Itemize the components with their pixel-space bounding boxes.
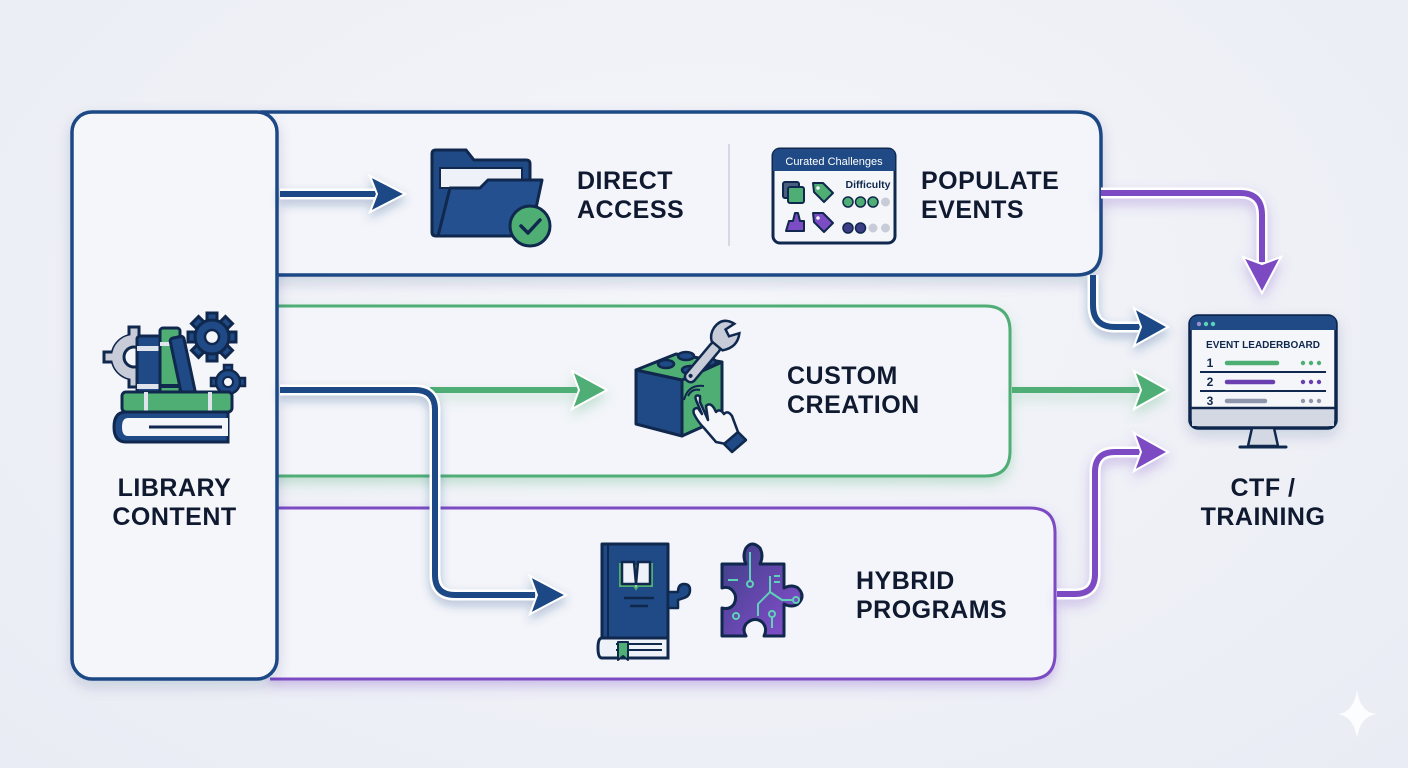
books-gears-icon: [102, 311, 247, 444]
difficulty-dot-empty: [881, 197, 890, 207]
populate-events-arrow: [1101, 187, 1284, 296]
hybrid-programs-label-line-1: HYBRID: [856, 567, 955, 595]
leaderboard-dot: [1316, 398, 1322, 404]
custom-creation-label-line-1: CUSTOM: [787, 362, 898, 390]
leaderboard-dot: [1300, 360, 1306, 366]
library-content-label-line-1: LIBRARY: [117, 474, 232, 502]
building-block-wrench-hand-icon: [634, 319, 748, 454]
custom-creation-label-line-2: CREATION: [787, 391, 920, 419]
custom-to-ctf-arrow: [1012, 368, 1171, 412]
direct-access-to-ctf-arrow: [1087, 275, 1171, 349]
leaderboard-dot: [1316, 360, 1322, 366]
library-content-label-line-2: CONTENT: [112, 503, 237, 531]
direct-access-label: DIRECT ACCESS: [577, 167, 684, 225]
leaderboard-dot: [1300, 379, 1306, 385]
leaderboard-rank: 2: [1207, 375, 1214, 389]
direct-access-label-line-2: ACCESS: [577, 196, 685, 224]
populate-events-label-line-1: POPULATE: [921, 167, 1060, 195]
direct-access-label-line-1: DIRECT: [577, 167, 674, 195]
folder-check-icon: [430, 148, 552, 248]
ctf-training-label-line-2: TRAINING: [1200, 503, 1326, 531]
difficulty-dot-filled: [842, 222, 854, 234]
difficulty-dots-row-1: [842, 196, 890, 208]
populate-events-label-line-2: EVENTS: [921, 196, 1025, 224]
difficulty-dot-empty: [881, 223, 890, 233]
sparkle-icon: [1338, 690, 1376, 738]
populate-events-label: POPULATE EVENTS: [921, 167, 1059, 225]
hybrid-programs-arrow: [280, 384, 569, 617]
difficulty-dot-filled: [867, 196, 879, 208]
book-puzzle-circuit-icon: [596, 542, 804, 661]
leaderboard-dot: [1316, 379, 1322, 385]
difficulty-dot-empty: [868, 223, 878, 233]
custom-creation-arrow: [430, 368, 610, 412]
ctf-training-label-line-1: CTF /: [1230, 474, 1296, 502]
difficulty-dot-filled: [854, 196, 867, 208]
custom-creation-label: CUSTOM CREATION: [787, 362, 920, 420]
difficulty-dot-filled: [854, 222, 867, 234]
monitor-leaderboard-icon: EVENT LEADERBOARD 1 2 3: [1188, 314, 1338, 449]
leaderboard-rank: 3: [1207, 394, 1214, 408]
leaderboard-rank: 1: [1207, 356, 1214, 370]
hybrid-programs-label: HYBRID PROGRAMS: [856, 567, 1007, 625]
leaderboard-dot: [1308, 398, 1314, 404]
leaderboard-dot: [1308, 360, 1314, 366]
hybrid-to-ctf-arrow: [1057, 430, 1171, 600]
difficulty-dots-row-2: [842, 222, 890, 234]
ctf-training-label: CTF / TRAINING: [1188, 474, 1338, 532]
difficulty-label: Difficulty: [846, 179, 891, 191]
leaderboard-title: EVENT LEADERBOARD: [1206, 340, 1320, 351]
leaderboard-dot: [1300, 398, 1306, 404]
leaderboard-dot: [1308, 379, 1314, 385]
card-title: Curated Challenges: [785, 156, 883, 168]
direct-access-arrow: [280, 173, 408, 215]
leaderboard-rows: 1 2 3: [1200, 356, 1326, 408]
difficulty-dot-filled: [842, 196, 854, 208]
hybrid-programs-label-line-2: PROGRAMS: [856, 596, 1008, 624]
library-content-label: LIBRARY CONTENT: [72, 474, 277, 532]
curated-challenges-card-icon: Curated Challenges Difficulty: [771, 147, 897, 245]
